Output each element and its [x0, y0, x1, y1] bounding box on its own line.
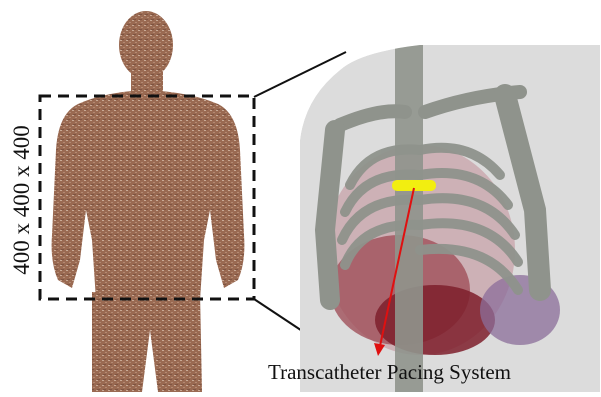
dimension-label: 400 x 400 x 400	[2, 95, 42, 305]
human-voxel-model	[52, 11, 245, 392]
anatomy-inset	[300, 45, 600, 392]
device-label: Transcatheter Pacing System	[268, 360, 601, 385]
